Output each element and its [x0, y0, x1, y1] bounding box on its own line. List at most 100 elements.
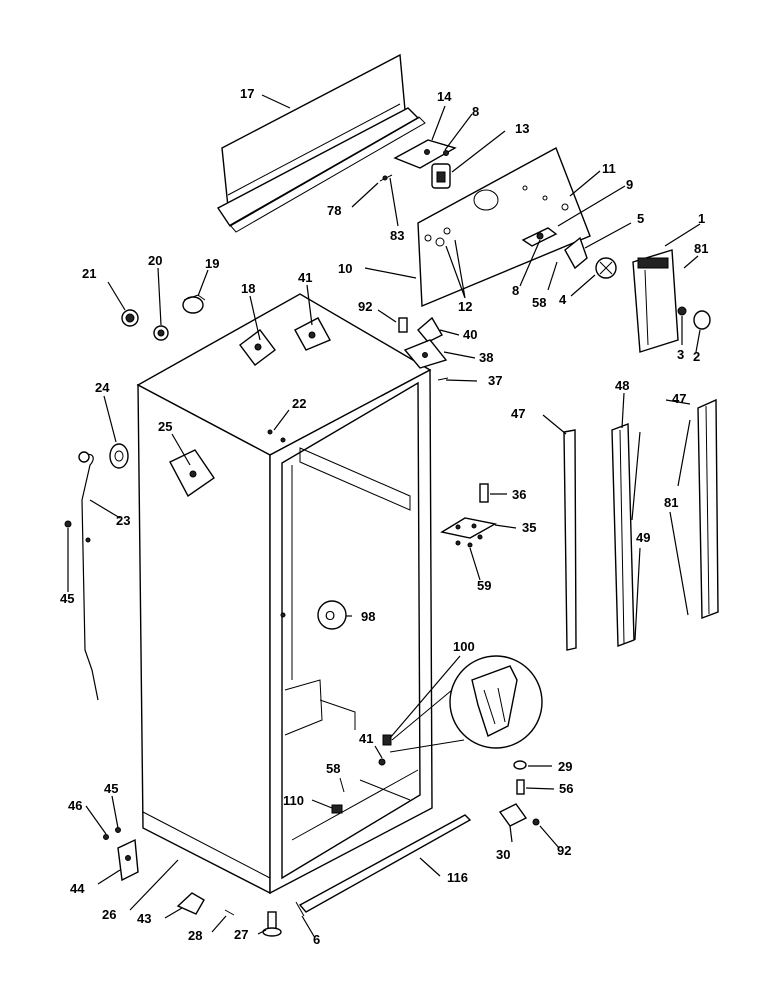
label-48: 48	[615, 378, 629, 393]
label-2: 2	[693, 349, 700, 364]
label-110: 110	[283, 793, 304, 808]
callout-labels: 17 14 8 13 11 9 5 1 81 78 83 10 8 58 4 1…	[60, 86, 708, 947]
label-83: 83	[390, 228, 404, 243]
label-22: 22	[292, 396, 306, 411]
part-116-bottom-rail	[298, 814, 472, 913]
part-28-screw	[224, 909, 235, 916]
label-20: 20	[148, 253, 162, 268]
svg-text:O: O	[325, 608, 335, 623]
label-44: 44	[70, 881, 85, 896]
part-56-pin	[516, 779, 525, 795]
label-18: 18	[241, 281, 255, 296]
label-58: 58	[532, 295, 546, 310]
label-10: 10	[338, 261, 352, 276]
label-25: 25	[158, 419, 172, 434]
part-2-knob	[693, 310, 711, 330]
label-29: 29	[558, 759, 572, 774]
part-10-control-plate	[417, 147, 591, 308]
part-5-knob	[564, 236, 588, 270]
part-47-gasket-right	[697, 398, 719, 620]
part-92-screw-lower	[532, 818, 540, 826]
label-35: 35	[522, 520, 536, 535]
label-45: 45	[60, 591, 74, 606]
label-12: 12	[458, 299, 472, 314]
label-37: 37	[488, 373, 502, 388]
part-48-gasket-middle	[611, 423, 635, 647]
label-49: 49	[636, 530, 650, 545]
part-40-cover	[417, 316, 443, 343]
label-8: 8	[472, 104, 479, 119]
part-47-gasket-left	[563, 429, 577, 651]
part-78-screw	[379, 174, 393, 182]
part-21-cap	[121, 309, 139, 327]
part-41-hinge-plate-top	[294, 317, 331, 351]
label-92: 92	[557, 843, 571, 858]
part-37-pin	[437, 377, 449, 381]
part-38-hinge	[403, 339, 448, 369]
label-47: 47	[672, 391, 686, 406]
part-36-stud	[479, 483, 489, 503]
label-24: 24	[95, 380, 110, 395]
part-45-screw-a	[64, 520, 72, 528]
part-59-screws	[455, 534, 483, 548]
part-45-screw-b	[115, 827, 121, 833]
label-3: 3	[677, 347, 684, 362]
part-92-screw-top	[398, 317, 408, 333]
part-1-control-housing	[632, 249, 679, 353]
label-41: 41	[298, 270, 312, 285]
part-13-clip	[431, 163, 451, 189]
part-58-screw-lower	[339, 777, 345, 793]
part-35-hinge-bracket	[440, 517, 497, 539]
label-38: 38	[479, 350, 493, 365]
label-17: 17	[240, 86, 254, 101]
label-46: 46	[68, 798, 82, 813]
label-27: 27	[234, 927, 248, 942]
part-100-detail-callout	[389, 655, 543, 753]
label-81: 81	[694, 241, 708, 256]
cabinet-body	[136, 293, 433, 895]
part-27-leveling-leg	[262, 911, 282, 937]
part-41-clip-lower	[378, 734, 392, 766]
label-92: 92	[358, 299, 372, 314]
label-13: 13	[515, 121, 529, 136]
part-29-washer	[513, 760, 527, 770]
label-14: 14	[437, 89, 452, 104]
label-45: 45	[104, 781, 118, 796]
part-6-screw	[295, 901, 305, 917]
label-9: 9	[626, 177, 633, 192]
label-40: 40	[463, 327, 477, 342]
label-19: 19	[205, 256, 219, 271]
label-5: 5	[637, 211, 644, 226]
label-47: 47	[511, 406, 525, 421]
label-41: 41	[359, 731, 373, 746]
leader-lines	[67, 94, 701, 939]
part-110-bracket	[331, 804, 343, 814]
part-98-plug: O	[280, 600, 347, 630]
part-24-washer	[109, 443, 129, 469]
part-9-cam	[521, 227, 558, 247]
part-30-bracket	[498, 803, 528, 827]
part-19-roller	[182, 294, 206, 314]
label-56: 56	[559, 781, 573, 796]
label-116: 116	[447, 870, 468, 885]
label-23: 23	[116, 513, 130, 528]
label-100: 100	[453, 639, 475, 654]
part-46-screw	[103, 834, 109, 840]
label-21: 21	[82, 266, 96, 281]
part-23-rod	[78, 451, 99, 701]
part-18-hinge-plate	[239, 329, 276, 366]
label-78: 78	[327, 203, 341, 218]
part-17-top-trim	[216, 53, 426, 233]
part-14-bracket	[393, 139, 457, 169]
part-25-side-plate	[169, 449, 215, 498]
label-6: 6	[313, 932, 320, 947]
label-1: 1	[698, 211, 705, 226]
label-26: 26	[102, 907, 116, 922]
part-20-bushing	[153, 325, 169, 341]
label-30: 30	[496, 847, 510, 862]
label-28: 28	[188, 928, 202, 943]
label-43: 43	[137, 911, 151, 926]
part-4-dial	[595, 257, 617, 279]
label-59: 59	[477, 578, 491, 593]
